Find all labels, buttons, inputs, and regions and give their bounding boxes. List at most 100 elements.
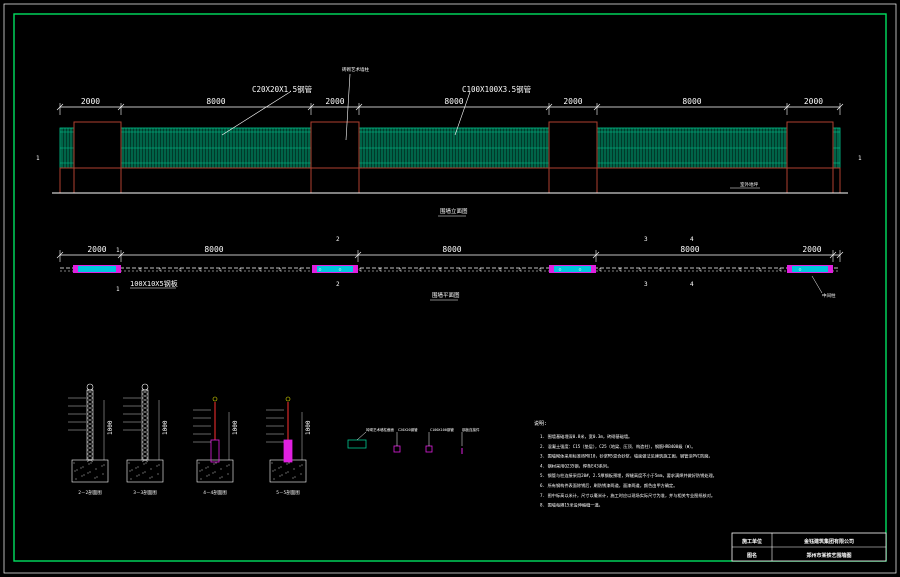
section-mark-right: 1 [858,155,862,162]
plan-post [718,268,722,271]
section-hatch [220,468,222,470]
leader-right-tube [454,91,471,136]
section-lattice [86,425,94,431]
dim-slash [592,251,600,259]
section-title: 3－3剖面图 [133,489,157,496]
section-cap [285,396,291,402]
plan-dim-text: 2000 [802,245,821,254]
section-hatch [280,466,282,468]
section-hatch [129,470,131,472]
dim-slash [545,103,553,111]
section-lattice [141,453,149,459]
section-lattice [141,441,149,447]
section-hatch [199,470,201,472]
section-foundation [269,459,307,483]
plan-post [518,268,522,271]
plan-post [598,268,602,271]
plan-mark: 2 [336,236,340,243]
section-hatch [81,475,83,477]
section-lattice [86,445,94,451]
section-lattice [86,441,94,447]
title-block-row1-value: 金钰建筑集团有限公司 [803,538,854,545]
section-hatch [137,466,139,468]
legend-details: 砖砌艺术墙柱截面 C20X20钢管 C100X100钢管 钢板连接件 [347,427,480,454]
section-hatch [101,465,103,467]
plan-dim-text: 8000 [204,245,223,254]
section-foundation [71,459,109,483]
section-title: 4－4剖面图 [203,489,227,496]
plan-post [798,268,802,271]
section-lattice [141,425,149,431]
section-hatch [158,464,160,466]
pillar-4 [786,121,834,194]
section-lattice [86,389,94,395]
dim-slash [354,251,362,259]
plan-post [158,268,162,271]
elevation-dim-text: 8000 [444,97,463,106]
legend-symbol-tube-large [425,445,433,453]
label-center: 砖砌艺术墙柱 [342,66,369,73]
dim-slash [829,251,837,259]
section-hatch [201,469,203,471]
section-lattice [86,421,94,427]
plan-pillar-fill [78,266,116,272]
section-hatch [102,473,104,475]
section-hatch [88,463,90,465]
plan-post [498,268,502,271]
plan-post [218,268,222,271]
section-hatch [96,476,98,478]
section-title: 5－5剖面图 [276,489,300,496]
section-hatch [83,474,85,476]
plan-dim-text: 8000 [442,245,461,254]
section-lattice [141,409,149,415]
section-lattice [141,457,149,463]
section-foundation [196,459,234,483]
plan-post [298,268,302,271]
plan-post [778,268,782,271]
plan-post [378,268,382,271]
section-hatch [206,475,208,477]
plan-post [278,268,282,271]
plan-post [458,268,462,271]
section-hatch [293,468,295,470]
section-lattice [86,453,94,459]
section-lattice [141,401,149,407]
leader-left-tube [221,91,291,136]
label-ground: 室外地坪 [740,181,758,188]
section-hatch [89,471,91,473]
section-hatch [208,474,210,476]
label-left-tube: C20X20X1.5钢管 [252,84,313,94]
plan-label-plate: 100X10X5钢板 [130,279,178,288]
design-notes: 说明: 1. 围墙基础埋深0.8米，宽0.3m，砖砌基础墙。2. 混凝土强度：C… [534,420,717,509]
section-hatch [221,476,223,478]
section-hatch [90,462,92,464]
pillar-3 [548,121,598,194]
outer-frame [3,3,897,574]
section-lattice [86,437,94,443]
section-hatch [143,463,145,465]
section-lattice [141,445,149,451]
plan-post [238,268,242,271]
legend-symbol-tube-small [393,445,401,453]
section-lattice [86,429,94,435]
section-hatch [215,462,217,464]
section-hatch [128,462,130,464]
section-lattice [141,417,149,423]
section-hatch [288,462,290,464]
plan-title: 围墙平面图 [432,291,460,299]
section-hatch [300,473,302,475]
note-item: 5. 钢管与柱连接采用20#，2.5厚钢板预埋，焊缝高度不小于5mm，要求满焊并… [540,472,717,479]
section-lattice [86,417,94,423]
plan-dim-text: 8000 [680,245,699,254]
section-hatch [138,474,140,476]
title-block: 施工单位 金钰建筑集团有限公司 图名 郑州市某铁艺围墙图 [731,532,887,562]
plan-post [738,268,742,271]
plan-post [398,268,402,271]
section-hatch [131,469,133,471]
plan-post [438,268,442,271]
